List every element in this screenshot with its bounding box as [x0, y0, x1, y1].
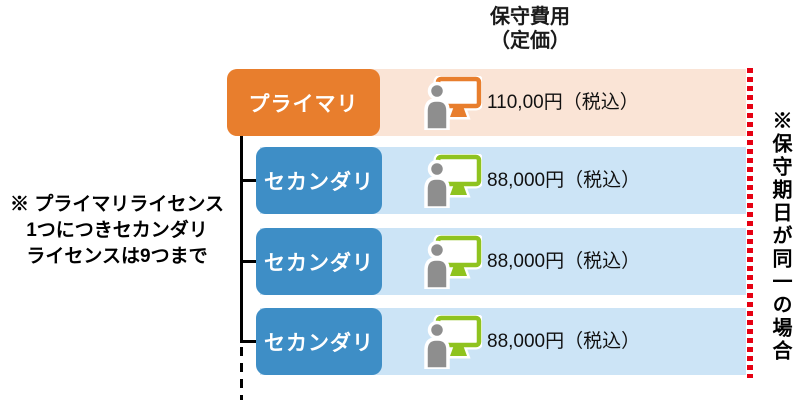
- user-with-monitor-icon: [424, 235, 482, 289]
- primary-license-label: プライマリ: [227, 69, 380, 136]
- person-icon: [424, 159, 450, 208]
- person-icon: [424, 320, 450, 369]
- person-icon: [424, 81, 450, 130]
- secondary-license-label: セカンダリ: [256, 147, 382, 214]
- note-line: 1つにつきセカンダリ: [26, 220, 208, 241]
- secondary-license-row: セカンダリ 88,000円（税込）: [0, 308, 804, 375]
- maintenance-date-note: ※保守期日が同一の場合: [769, 110, 791, 363]
- secondary-license-label: セカンダリ: [256, 228, 382, 295]
- price-label: 88,000円（税込）: [487, 170, 641, 191]
- user-with-monitor-icon: [424, 315, 482, 369]
- primary-license-row: プライマリ 110,00円（税込）: [0, 69, 804, 136]
- secondary-branch-line: [240, 340, 258, 343]
- primary-connector-trunk: [240, 135, 243, 343]
- primary-license-limit-note: ※ プライマリライセンス 1つにつきセカンダリ ライセンスは9つまで: [2, 192, 232, 270]
- secondary-branch-line: [240, 179, 258, 182]
- monitor-icon: [433, 235, 482, 279]
- secondary-branch-line: [240, 260, 258, 263]
- secondary-license-row: セカンダリ 88,000円（税込）: [0, 228, 804, 295]
- price-label: 110,00円（税込）: [487, 92, 639, 113]
- price-label: 88,000円（税込）: [487, 251, 641, 272]
- person-icon: [424, 240, 450, 289]
- note-line: ※ プライマリライセンス: [10, 194, 224, 215]
- price-label: 88,000円（税込）: [487, 331, 641, 352]
- secondary-license-row: セカンダリ 88,000円（税込）: [0, 147, 804, 214]
- user-with-monitor-icon: [424, 154, 482, 208]
- deadline-dotted-line: [747, 68, 753, 378]
- maintenance-fee-header: 保守費用 （定価）: [490, 6, 570, 52]
- primary-connector-trunk-dashed: [240, 347, 243, 400]
- secondary-license-label: セカンダリ: [256, 308, 382, 375]
- note-line: ライセンスは9つまで: [26, 246, 208, 267]
- user-with-monitor-icon: [424, 76, 482, 130]
